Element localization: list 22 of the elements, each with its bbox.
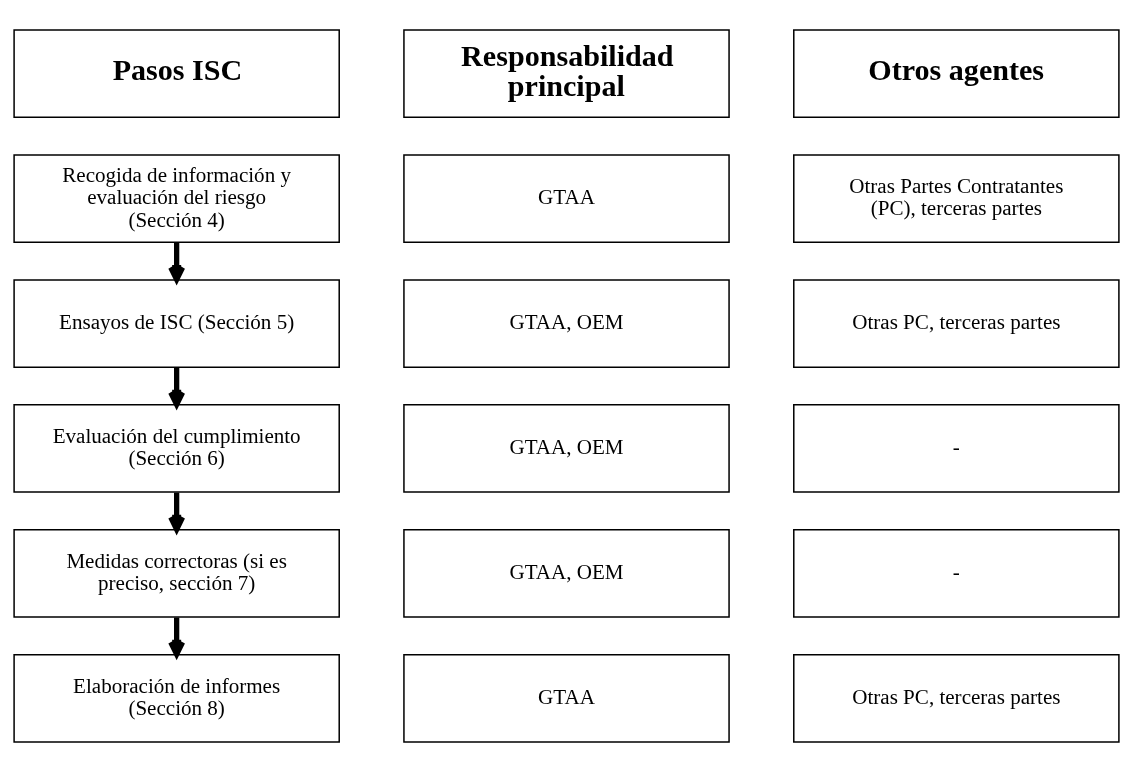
node-box: Pasos ISC xyxy=(13,29,340,119)
node-box: Otras PC, terceras partes xyxy=(793,653,1120,743)
arrow xyxy=(168,242,186,283)
node-box: Otras PC, terceras partes xyxy=(793,279,1120,368)
node-box: GTAA xyxy=(403,154,730,243)
node-box: GTAA xyxy=(403,653,730,743)
arrow xyxy=(168,617,186,658)
node-box: Ensayos de ISC (Sección 5) xyxy=(13,279,340,368)
node-box: Otros agentes xyxy=(793,29,1120,119)
node-box: GTAA, OEM xyxy=(403,529,730,618)
arrow xyxy=(168,492,186,533)
node-box: - xyxy=(793,529,1120,618)
node-box: Otras Partes Contratantes (PC), terceras partes xyxy=(793,154,1120,243)
arrow xyxy=(168,367,186,408)
node-box: GTAA, OEM xyxy=(403,279,730,368)
node-box: Medidas correctoras (si es preciso, sección 7) xyxy=(13,529,340,618)
node-box: - xyxy=(793,404,1120,493)
node-box: GTAA, OEM xyxy=(403,404,730,493)
node-box: Responsabilidad principal xyxy=(403,29,730,119)
node-box: Evaluación del cumplimiento (Sección 6) xyxy=(13,404,340,493)
node-box: Recogida de información y evaluación del riesgo (Sección 4) xyxy=(13,154,340,243)
node-box: Elaboración de informes (Sección 8) xyxy=(13,653,340,743)
